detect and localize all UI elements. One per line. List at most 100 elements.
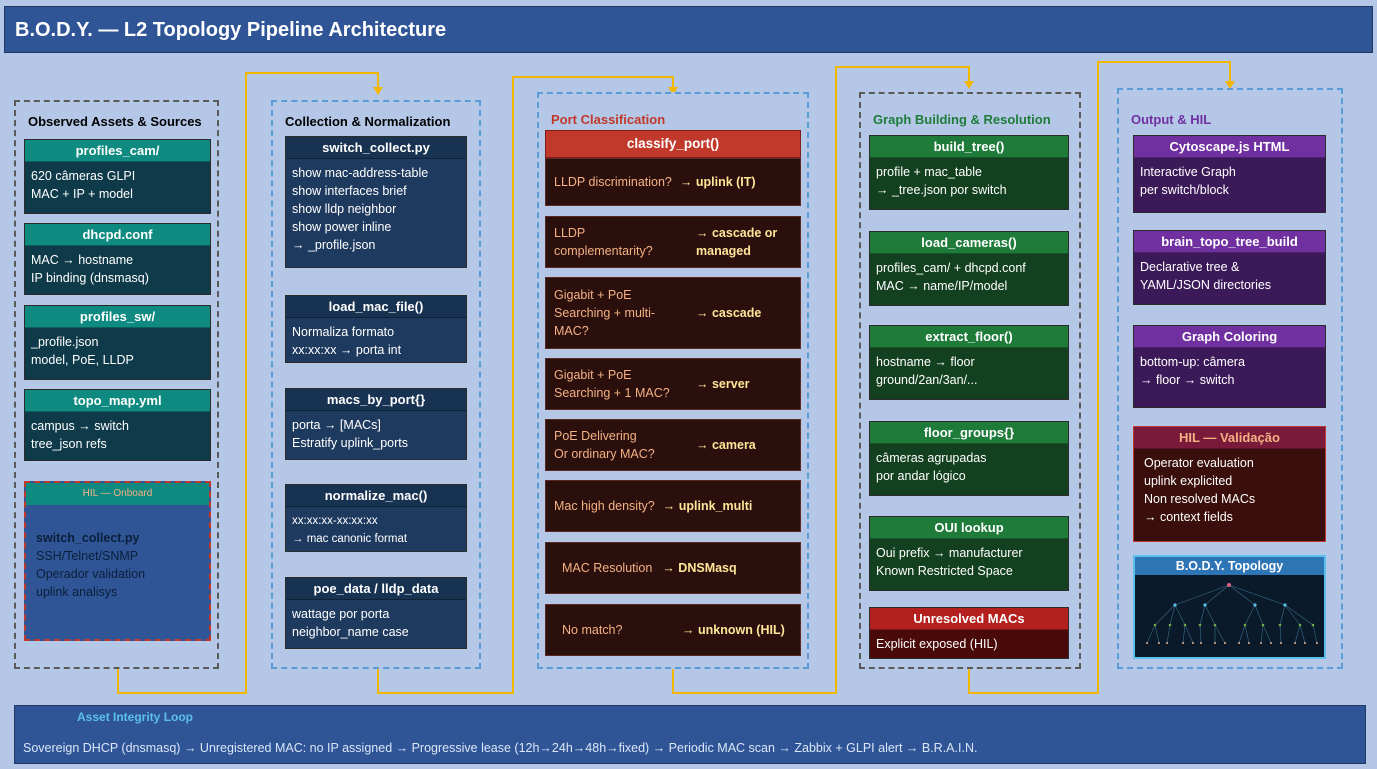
box-title: poe_data / lldp_data <box>286 578 466 600</box>
topology-thumbnail: B.O.D.Y. Topology <box>1133 555 1326 659</box>
column-observed-assets: Observed Assets & Sources profiles_cam/ … <box>14 100 219 669</box>
rule-cascade: Gigabit + PoE Searching + multi- MAC? → c… <box>545 277 801 349</box>
box-body: _profile.json model, PoE, LLDP <box>31 335 134 367</box>
rule-result: → uplink (IT) <box>679 175 756 189</box>
box-title: extract_floor() <box>870 326 1068 348</box>
box-body: Explicit exposed (HIL) <box>876 637 998 651</box>
rule-result: → unknown (HIL) <box>682 623 785 637</box>
graph-box-load-cameras: load_cameras() profiles_cam/ + dhcpd.con… <box>869 231 1069 306</box>
rule-camera: PoE Delivering Or ordinary MAC? → camera <box>545 419 801 471</box>
output-box-cytoscape: Cytoscape.js HTML Interactive Graph per … <box>1133 135 1326 213</box>
box-body: show mac-address-table show interfaces b… <box>292 166 429 252</box>
column-title: Graph Building & Resolution <box>873 112 1051 127</box>
box-body: bottom-up: câmera → floor → switch <box>1140 355 1245 387</box>
box-title: profiles_sw/ <box>25 306 210 328</box>
rule-result: → camera <box>696 438 756 452</box>
rule-result: → DNSMasq <box>662 561 737 575</box>
graph-box-build-tree: build_tree() profile + mac_table → _tree… <box>869 135 1069 210</box>
column-output-hil: Output & HIL Cytoscape.js HTML Interacti… <box>1117 88 1343 669</box>
column-title: Observed Assets & Sources <box>28 114 202 129</box>
box-title: Cytoscape.js HTML <box>1134 136 1325 158</box>
box-title: floor_groups{} <box>870 422 1068 444</box>
box-title: HIL — Validação <box>1134 427 1325 449</box>
output-box-brain-topo: brain_topo_tree_build Declarative tree &… <box>1133 230 1326 305</box>
hil-script: switch_collect.py <box>36 531 140 545</box>
rule-uplink-multi: Mac high density? → uplink_multi <box>545 480 801 532</box>
graph-box-extract-floor: extract_floor() hostname → floor ground/… <box>869 325 1069 400</box>
box-body: câmeras agrupadas por andar lógico <box>876 451 987 483</box>
source-box-profiles-sw: profiles_sw/ _profile.json model, PoE, L… <box>24 305 211 380</box>
box-title: topo_map.yml <box>25 390 210 412</box>
source-box-topo-map: topo_map.yml campus → switch tree_json r… <box>24 389 211 461</box>
box-title: Graph Coloring <box>1134 326 1325 348</box>
loop-title: Asset Integrity Loop <box>77 710 194 724</box>
column-title: Collection & Normalization <box>285 114 451 129</box>
source-box-profiles-cam: profiles_cam/ 620 câmeras GLPI MAC + IP … <box>24 139 211 214</box>
box-title: build_tree() <box>870 136 1068 158</box>
rule-condition: LLDP discrimination? <box>554 175 672 189</box>
loop-body: Sovereign DHCP (dnsmasq) → Unregistered … <box>23 741 978 755</box>
output-box-graph-coloring: Graph Coloring bottom-up: câmera → floor… <box>1133 325 1326 408</box>
box-body: xx:xx:xx-xx:xx:xx → mac canonic format <box>292 515 408 545</box>
rule-condition: Gigabit + PoE Searching + 1 MAC? <box>554 368 670 400</box>
box-title: dhcpd.conf <box>25 224 210 246</box>
rule-condition: Mac high density? <box>554 499 655 513</box>
box-body: Operator evaluation uplink explicited No… <box>1144 456 1256 524</box>
topology-graph-image <box>1135 575 1324 657</box>
rule-server: Gigabit + PoE Searching + 1 MAC? → server <box>545 358 801 410</box>
box-body: 620 câmeras GLPI MAC + IP + model <box>31 169 136 201</box>
collect-box-poe-lldp: poe_data / lldp_data wattage por porta n… <box>285 577 467 649</box>
box-body: profile + mac_table → _tree.json por swi… <box>876 165 1007 197</box>
box-body: profiles_cam/ + dhcpd.conf MAC → name/IP… <box>876 261 1026 293</box>
collect-box-normalize-mac: normalize_mac() xx:xx:xx-xx:xx:xx → mac … <box>285 484 467 552</box>
collect-box-load-mac: load_mac_file() Normaliza formato xx:xx:… <box>285 295 467 363</box>
box-title: load_cameras() <box>870 232 1068 254</box>
rule-result: → cascade <box>696 306 762 320</box>
graph-box-unresolved-macs: Unresolved MACs Explicit exposed (HIL) <box>869 607 1069 659</box>
rule-condition: MAC Resolution <box>562 561 653 575</box>
thumbnail-title: B.O.D.Y. Topology <box>1135 557 1324 575</box>
column-graph-building: Graph Building & Resolution build_tree()… <box>859 92 1081 669</box>
box-body: porta → [MACs] Estratify uplink_ports <box>292 418 409 450</box>
hil-title: HIL — Onboard <box>26 483 209 505</box>
source-box-dhcpd: dhcpd.conf MAC → hostname IP binding (dn… <box>24 223 211 295</box>
output-box-hil-validacao: HIL — Validação Operator evaluation upli… <box>1133 426 1326 542</box>
rule-uplink: LLDP discrimination? → uplink (IT) <box>545 158 801 206</box>
hil-onboard-box: HIL — Onboard switch_collect.py SSH/Teln… <box>24 481 211 641</box>
column-collection: Collection & Normalization switch_collec… <box>271 100 481 669</box>
box-body: wattage por porta neighbor_name case <box>292 607 409 639</box>
box-title: normalize_mac() <box>286 485 466 507</box>
box-title: Unresolved MACs <box>870 608 1068 630</box>
page-title: B.O.D.Y. — L2 Topology Pipeline Architec… <box>4 6 1373 53</box>
asset-integrity-loop: Asset Integrity Loop Sovereign DHCP (dns… <box>14 705 1366 764</box>
column-title: Port Classification <box>551 112 666 127</box>
rule-result: → uplink_multi <box>662 499 753 513</box>
box-title: brain_topo_tree_build <box>1134 231 1325 253</box>
collect-box-macs-by-port: macs_by_port{} porta → [MACs] Estratify … <box>285 388 467 460</box>
graph-box-oui-lookup: OUI lookup Oui prefix → manufacturer Kno… <box>869 516 1069 591</box>
box-body: Interactive Graph per switch/block <box>1140 165 1236 197</box>
box-body: MAC → hostname IP binding (dnsmasq) <box>31 253 149 285</box>
box-title: load_mac_file() <box>286 296 466 318</box>
rule-condition: LLDP complementarity? <box>554 226 653 258</box>
box-title: OUI lookup <box>870 517 1068 539</box>
rule-cascade-managed: LLDP complementarity?→ cascade or manage… <box>545 216 801 268</box>
classify-port-header: classify_port() <box>545 130 801 158</box>
box-body: Declarative tree & YAML/JSON directories <box>1140 260 1272 292</box>
rule-unknown: No match? → unknown (HIL) <box>545 604 801 656</box>
rule-condition: Gigabit + PoE Searching + multi- MAC? <box>554 288 656 338</box>
column-title: Output & HIL <box>1131 112 1212 127</box>
box-title: macs_by_port{} <box>286 389 466 411</box>
rule-condition: PoE Delivering Or ordinary MAC? <box>554 429 655 461</box>
box-body: campus → switch tree_json refs <box>31 419 129 451</box>
box-body: hostname → floor ground/2an/3an/... <box>876 355 978 387</box>
rule-dnsmasq: MAC Resolution → DNSMasq <box>545 542 801 594</box>
box-body: Oui prefix → manufacturer Known Restrict… <box>876 546 1023 578</box>
box-title: profiles_cam/ <box>25 140 210 162</box>
hil-body: SSH/Telnet/SNMP Operador validation upli… <box>36 549 146 599</box>
rule-result: → server <box>696 377 750 391</box>
collect-box-switch-collect: switch_collect.py show mac-address-table… <box>285 136 467 268</box>
box-body: Normaliza formato xx:xx:xx → porta int <box>292 325 402 357</box>
rule-condition: No match? <box>562 623 623 637</box>
box-title: switch_collect.py <box>286 137 466 159</box>
